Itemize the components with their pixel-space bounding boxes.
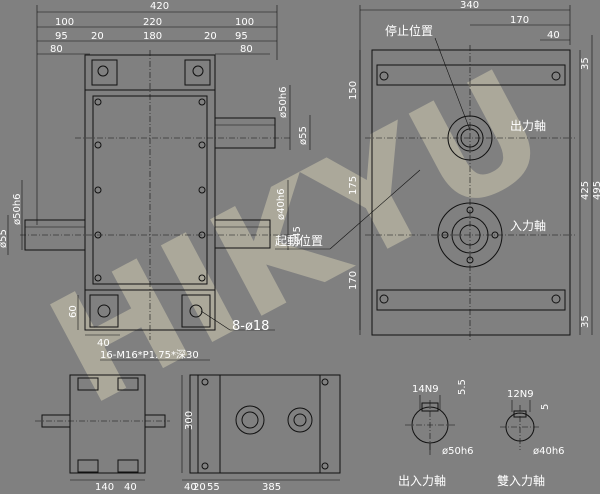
dim-20-b: 20 (193, 482, 206, 493)
dim-170: 170 (510, 15, 529, 26)
dim-140: 140 (95, 482, 114, 493)
dim-300: 300 (184, 411, 195, 430)
title-in-out-shaft: 出入力軸 (398, 474, 446, 488)
dim-495: 495 (592, 181, 600, 200)
dim-80-left: 80 (50, 44, 63, 55)
dim-phi50h6-detail: ø50h6 (442, 446, 474, 457)
dim-phi50h6-right: ø50h6 (278, 86, 289, 118)
dim-180: 180 (143, 31, 162, 42)
dim-100-left: 100 (55, 17, 74, 28)
dim-170: 170 (348, 271, 359, 290)
dim-40-b2: 40 (184, 482, 197, 493)
dim-420: 420 (150, 1, 169, 12)
dim-40: 40 (97, 338, 110, 349)
dim-80-right: 80 (240, 44, 253, 55)
label-output-shaft: 出力軸 (510, 119, 546, 133)
dim-phi55-right: ø55 (298, 126, 309, 145)
dim-340: 340 (460, 0, 479, 11)
front-view: 420 100 220 100 95 20 180 20 95 80 80 (0, 1, 311, 361)
dim-100-right: 100 (235, 17, 254, 28)
dim-220: 220 (143, 17, 162, 28)
dim-phi40h6-detail: ø40h6 (533, 446, 565, 457)
dim-phi50h6-left: ø50h6 (12, 193, 23, 225)
dim-385: 385 (262, 482, 281, 493)
label-8-holes: 8-ø18 (232, 319, 269, 334)
dim-14n9: 14N9 (412, 384, 439, 395)
dim-20-right: 20 (204, 31, 217, 42)
dim-phi55-left: ø55 (0, 229, 9, 248)
dim-20-left: 20 (91, 31, 104, 42)
dim-35-bottom: 35 (580, 315, 591, 328)
side-view: 340 170 40 150 175 170 (275, 0, 600, 340)
dim-55: 55 (207, 482, 220, 493)
dim-40-bottom: 40 (124, 482, 137, 493)
dim-175: 175 (348, 176, 359, 195)
dim-5: 5 (540, 404, 551, 410)
dim-phi45: ø45 (292, 226, 303, 245)
bottom-view: 140 40 300 40 20 55 385 (35, 374, 341, 493)
dim-phi40h6: ø40h6 (276, 188, 287, 220)
label-stop-position: 停止位置 (385, 23, 433, 38)
label-input-shaft: 入力軸 (510, 219, 546, 233)
dim-95-right: 95 (235, 31, 248, 42)
dim-35-top: 35 (580, 57, 591, 70)
dim-150: 150 (348, 81, 359, 100)
dim-60: 60 (68, 305, 79, 318)
dim-425: 425 (580, 181, 591, 200)
label-start-position: 起動位置 (275, 233, 323, 248)
dim-5-5: 5.5 (457, 379, 468, 395)
dim-12n9: 12N9 (507, 389, 534, 400)
dim-95-left: 95 (55, 31, 68, 42)
label-tap-holes: 16-M16*P1.75*深30 (100, 349, 199, 361)
shaft-details: 14N9 5.5 ø50h6 12N9 5 ø40h6 出入力軸 雙入力軸 (398, 379, 565, 488)
title-double-input-shaft: 雙入力軸 (497, 474, 545, 488)
dim-40-top: 40 (547, 30, 560, 41)
